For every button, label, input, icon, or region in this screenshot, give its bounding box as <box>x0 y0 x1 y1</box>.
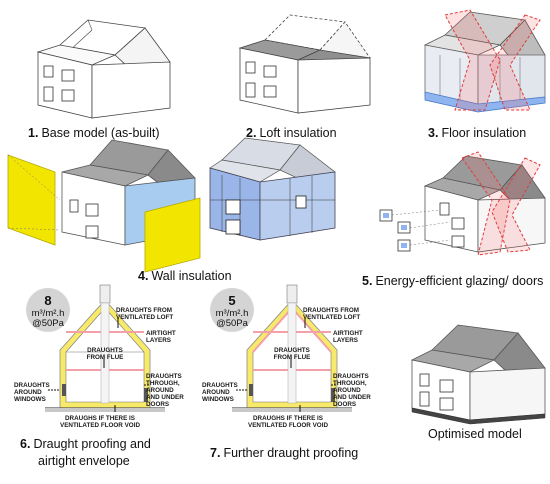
caption-panel-4: 4.Wall insulation <box>138 269 232 283</box>
badge-airtightness-7 <box>210 288 254 332</box>
badge-6-pressure: @50Pa <box>32 318 65 329</box>
badge-7-value: 5 <box>228 293 235 308</box>
caption-optimised-model: Optimised model <box>428 427 522 441</box>
caption-panel-7: 7.Further draught proofing <box>210 446 358 460</box>
badge-7-pressure: @50Pa <box>216 318 249 329</box>
badge-6-unit: m³/m².h <box>32 308 65 319</box>
badge-airtightness-6 <box>26 288 70 332</box>
house-optimised-model <box>410 324 546 425</box>
caption-panel-3: 3.Floor insulation <box>428 126 526 140</box>
house-base-model <box>36 19 171 119</box>
badge-6-value: 8 <box>44 293 51 308</box>
badge-7-unit: m³/m².h <box>216 308 249 319</box>
house-glazing <box>379 151 546 256</box>
caption-panel-1: 1.Base model (as-built) <box>28 126 160 140</box>
caption-panel-5: 5.Energy-efficient glazing/ doors <box>362 274 543 288</box>
house-wall-insulation <box>7 137 336 273</box>
house-floor-insulation <box>423 9 546 113</box>
caption-panel-6-line2: airtight envelope <box>38 454 130 468</box>
caption-panel-2: 2.Loft insulation <box>246 126 337 140</box>
house-loft-insulation <box>238 14 372 114</box>
caption-panel-6: 6.Draught proofing and <box>20 437 151 451</box>
